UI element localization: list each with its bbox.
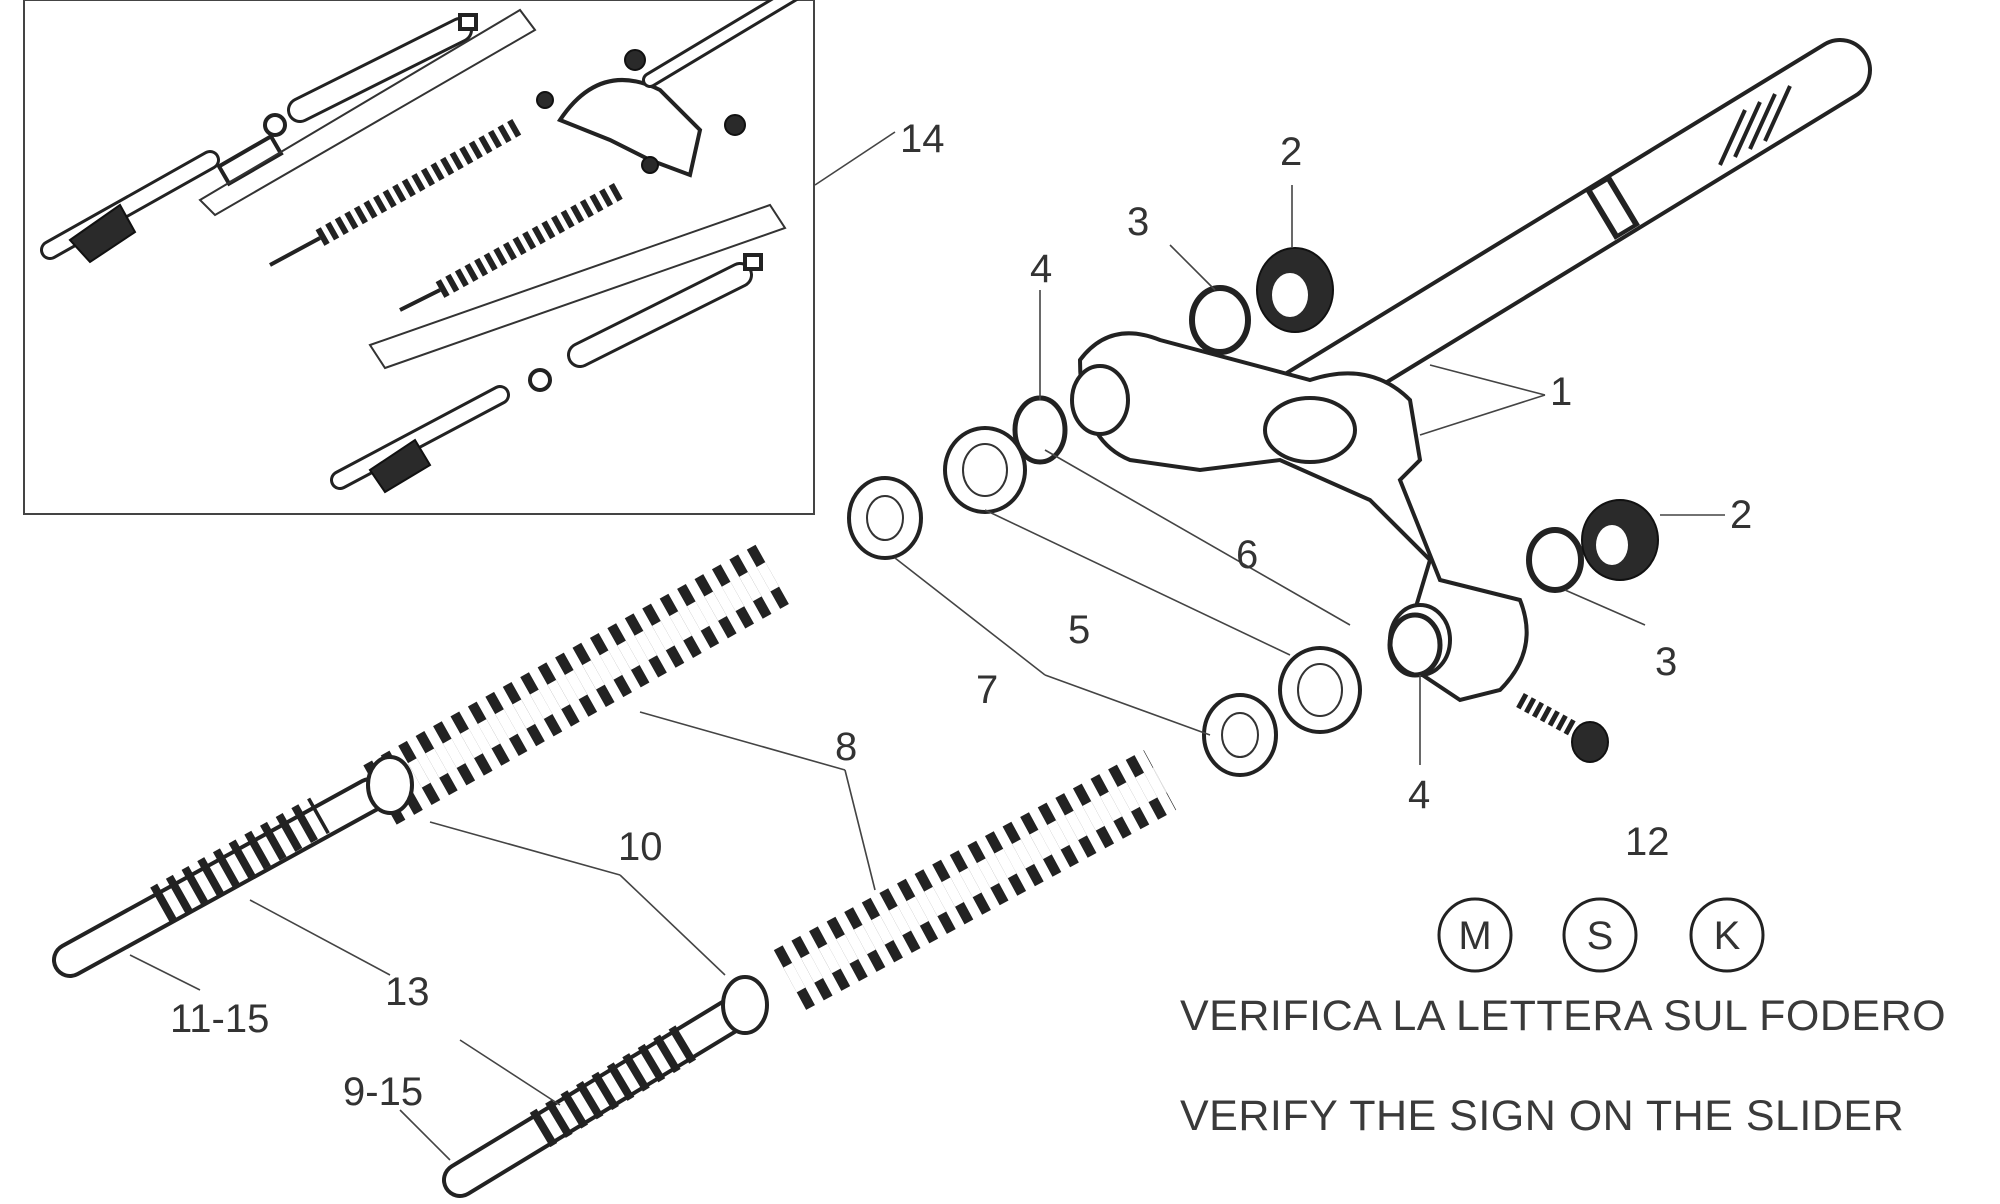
- upper-cap-nut: [1256, 247, 1334, 333]
- variant-circle-s: [1562, 897, 1638, 973]
- variant-letter-m: M: [1458, 914, 1491, 958]
- callout-11-15: 11-15: [170, 997, 269, 1041]
- variant-circle-m: [1437, 897, 1513, 973]
- callout-labels: 1 2 2 3 3 4 4 5 6 7 8 10 11-15 12 13 9-1…: [170, 117, 1752, 1114]
- spring-right: [773, 750, 1177, 1010]
- lower-bushings: [1202, 612, 1443, 777]
- callout-4-bottom: 4: [1408, 773, 1430, 817]
- inset-fork-assembly: [23, 0, 815, 515]
- callout-13: 13: [385, 970, 430, 1014]
- spring-left: [363, 540, 797, 825]
- damper-rod-left: [52, 755, 414, 978]
- callout-5: 5: [1068, 608, 1090, 652]
- callout-2-bottom: 2: [1730, 493, 1752, 537]
- note-italian: VERIFICA LA LETTERA SUL FODERO: [1180, 992, 1947, 1040]
- inset-spring-lower: [399, 182, 625, 312]
- variant-markers: M S K: [1437, 897, 1765, 973]
- leader-lines: [129, 131, 1725, 1161]
- callout-6: 6: [1236, 533, 1258, 577]
- callout-3-top: 3: [1127, 200, 1149, 244]
- callout-1: 1: [1550, 370, 1572, 414]
- inset-spring-upper: [269, 117, 525, 267]
- upper-seal-ring: [1189, 285, 1251, 355]
- lower-cap-nut: [1581, 499, 1659, 581]
- lower-triple-clamp: [1070, 331, 1529, 703]
- inset-right-leg: [330, 253, 763, 494]
- callout-4-top: 4: [1030, 247, 1052, 291]
- note-english: VERIFY THE SIGN ON THE SLIDER: [1180, 1092, 1905, 1140]
- callout-10: 10: [618, 825, 663, 869]
- variant-letter-k: K: [1714, 914, 1741, 958]
- inset-triple-clamp: [536, 0, 799, 178]
- damper-rod-right: [442, 975, 769, 1198]
- inset-left-leg: [40, 13, 478, 264]
- lower-seal-ring: [1526, 527, 1584, 593]
- callout-14: 14: [900, 117, 945, 161]
- callout-8: 8: [835, 725, 857, 769]
- callout-7: 7: [976, 668, 998, 712]
- callout-3-bottom: 3: [1655, 640, 1677, 684]
- variant-circle-k: [1689, 897, 1765, 973]
- callout-12: 12: [1625, 820, 1670, 864]
- upper-bushings: [847, 395, 1068, 560]
- clamp-bolt: [1516, 692, 1609, 763]
- steering-stem: [1268, 38, 1872, 432]
- callout-9-15: 9-15: [343, 1070, 423, 1114]
- callout-2-top: 2: [1280, 130, 1302, 174]
- variant-letter-s: S: [1587, 914, 1614, 958]
